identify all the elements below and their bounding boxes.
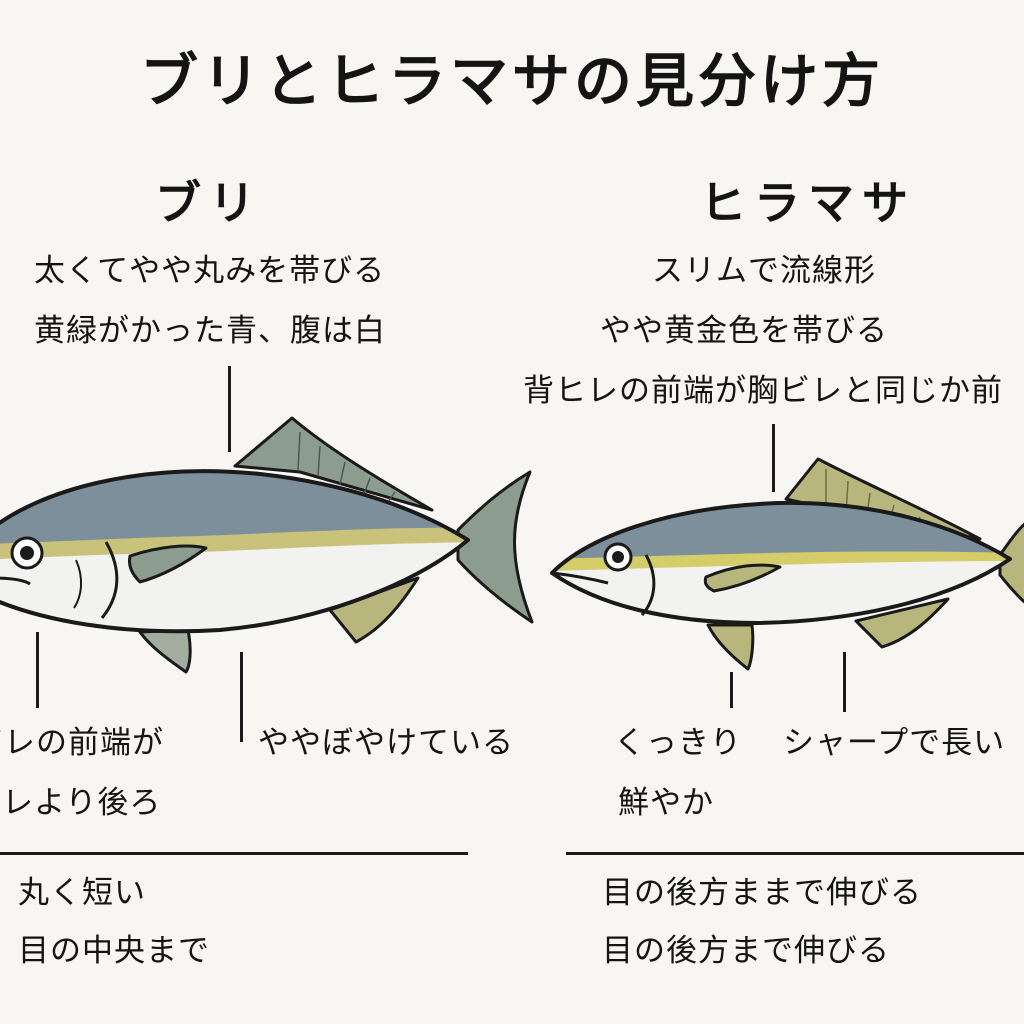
buri-mouth-note-line2: 目の中央まで: [18, 933, 210, 969]
hiramasa-mouth-note-line1: 目の後方ままで伸びる: [602, 875, 922, 911]
hiramasa-tail-note: シャープで長い: [783, 725, 1006, 761]
buri-fin-leader: [36, 632, 39, 708]
hiramasa-line-note-line1: くっきり: [614, 725, 742, 761]
page-title: ブリとヒラマサの見分け方: [139, 47, 884, 115]
buri-line-note: ややぼやけている: [258, 725, 514, 761]
hiramasa-dorsal-leader: [772, 424, 775, 492]
hiramasa-dorsal-fin: [784, 457, 982, 541]
hiramasa-desc-body: スリムで流線形: [652, 253, 876, 289]
buri-line-leader: [240, 652, 243, 742]
hiramasa-tail-leader: [843, 652, 846, 712]
buri-desc-body: 太くてやや丸みを帯びる: [34, 253, 386, 289]
hiramasa-divider: [566, 852, 1024, 855]
hiramasa-line-note-line2: 鮮やか: [618, 785, 714, 821]
hiramasa-desc-fin: 背ヒレの前端が胸ビレと同じか前: [523, 373, 1003, 409]
buri-divider: [0, 852, 468, 855]
buri-dorsal-fin: [233, 416, 434, 512]
buri-fish-illustration: [0, 416, 534, 674]
hiramasa-line-leader: [730, 672, 733, 708]
buri-fin-note-line2: ビレより後ろ: [0, 785, 162, 821]
buri-desc-color: 黄緑がかった青、腹は白: [34, 313, 386, 349]
hiramasa-fish-illustration: [550, 457, 1024, 671]
hiramasa-mouth-note-line2: 目の後方まで伸びる: [602, 933, 890, 969]
buri-tail-fin: [456, 470, 534, 624]
hiramasa-desc-color: やや黄金色を帯びる: [600, 313, 888, 349]
hiramasa-heading: ヒラマサ: [700, 176, 916, 230]
hiramasa-lateral-stripe: [552, 551, 1010, 571]
buri-mouth-note-line1: 丸く短い: [18, 875, 146, 911]
buri-heading: ブリ: [155, 176, 263, 230]
buri-fin-note-line1: ビレの前端が: [0, 725, 164, 761]
buri-dorsal-leader: [228, 366, 231, 452]
hiramasa-tail-fin: [998, 522, 1024, 604]
